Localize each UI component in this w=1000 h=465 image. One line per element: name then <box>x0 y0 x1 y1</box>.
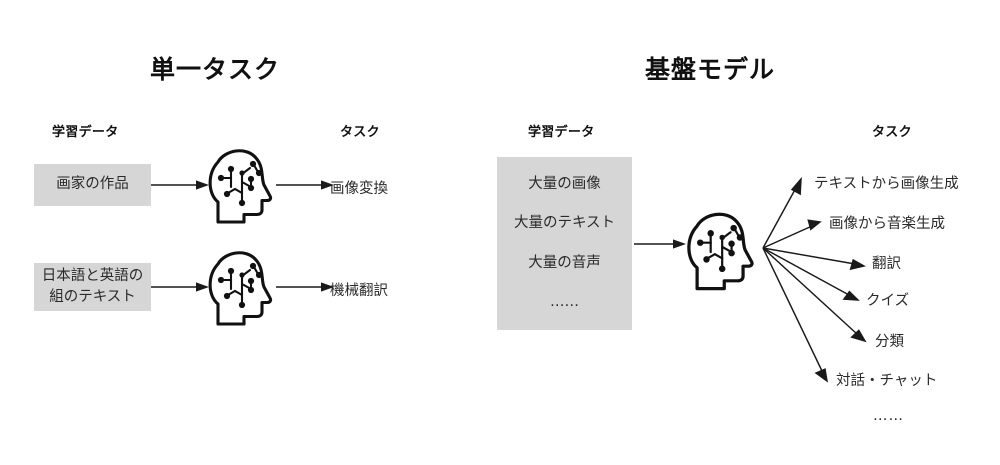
right-task-label-1: 画像から音楽生成 <box>829 216 945 232</box>
right-task-label-2: 翻訳 <box>872 256 901 272</box>
right-task-label-5: 対話・チャット <box>836 373 938 389</box>
right-panel-title: 基盤モデル <box>645 55 776 84</box>
left-row-1-data-line-0: 日本語と英語の <box>41 267 144 284</box>
left-row-1-task-label: 機械翻訳 <box>330 283 388 299</box>
right-task-label-4: 分類 <box>875 334 904 350</box>
right-data-column-header: 学習データ <box>528 125 595 140</box>
right-data-line-2: 大量の音声 <box>528 254 601 271</box>
right-task-label-0: テキストから画像生成 <box>814 176 959 192</box>
left-data-column-header: 学習データ <box>52 125 119 140</box>
left-row-0-task-label: 画像変換 <box>330 181 388 197</box>
right-task-column-header: タスク <box>872 125 912 140</box>
left-panel-title: 単一タスク <box>150 55 281 84</box>
left-task-column-header: タスク <box>340 125 380 140</box>
left-row-0-data-line-0: 画家の作品 <box>56 176 129 193</box>
left-row-0-brain-head-icon <box>208 149 273 224</box>
right-task-label-3: クイズ <box>866 293 910 309</box>
right-data-line-1: 大量のテキスト <box>513 215 616 232</box>
right-data-line-3: …… <box>550 293 579 310</box>
right-input-arrow <box>634 239 686 249</box>
left-row-0-data-box: 画家の作品 <box>34 164 151 206</box>
left-row-1-output-arrow <box>276 282 334 292</box>
left-row-0-input-arrow <box>151 180 209 190</box>
right-brain-head-icon <box>687 212 754 291</box>
right-data-line-0: 大量の画像 <box>528 176 601 193</box>
right-data-box: 大量の画像 大量のテキスト 大量の音声 …… <box>497 157 632 330</box>
left-row-1-data-box: 日本語と英語の 組のテキスト <box>34 263 151 311</box>
left-row-1-data-line-1: 組のテキスト <box>49 289 136 305</box>
left-row-1-input-arrow <box>151 282 209 292</box>
left-row-1-brain-head-icon <box>208 251 273 326</box>
right-tasks-ellipsis: …… <box>873 408 904 424</box>
left-row-0-output-arrow <box>276 180 334 190</box>
